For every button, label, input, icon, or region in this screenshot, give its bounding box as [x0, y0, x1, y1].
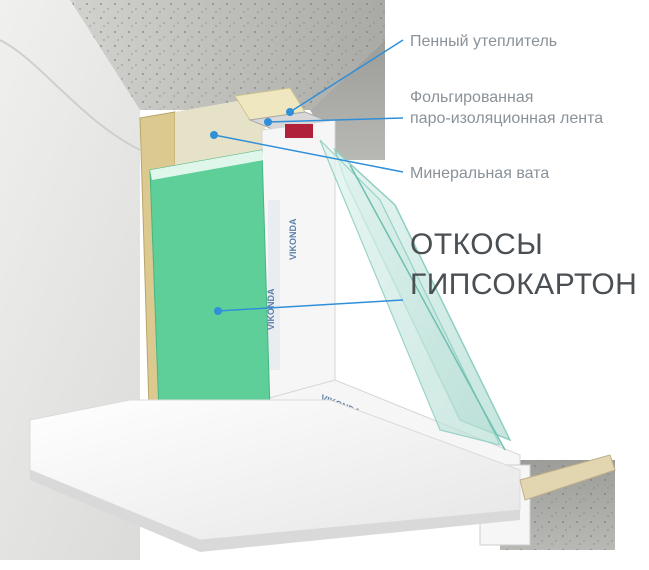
label-foil-tape-line1: Фольгированная — [410, 89, 534, 106]
label-mineral-wool: Минеральная вата — [410, 165, 550, 182]
glass-pane-inner — [319, 139, 502, 446]
profile-brand-stripe-1 — [268, 200, 280, 370]
window-sill-front-edge — [30, 470, 520, 552]
window-sill — [29, 399, 521, 541]
leader-line-foil — [267, 117, 404, 123]
profile-brand-text-2: VIKONDA — [288, 218, 298, 260]
label-slopes-line2: ГИПСОКАРТОН — [410, 268, 638, 301]
leader-dot-foil — [264, 118, 272, 126]
drywall-slope-panel — [149, 149, 271, 441]
red-gasket-top — [285, 124, 313, 138]
leader-dot-mineral-wool — [210, 131, 218, 139]
leader-dot-foam — [286, 108, 294, 116]
wall-shadow-edge — [0, 39, 141, 151]
leader-dot-drywall — [214, 307, 222, 315]
leader-line-foam — [289, 39, 404, 113]
label-foam-insulation: Пенный утеплитель — [410, 33, 558, 50]
exterior-drip-sill — [519, 454, 616, 501]
leader-line-drywall — [217, 299, 404, 312]
leader-line-mineral-wool — [213, 134, 404, 173]
label-slopes-line1: ОТКОСЫ — [410, 228, 544, 261]
drywall-top-edge — [150, 150, 264, 180]
concrete-top-texture — [70, 0, 385, 110]
profile-brand-text-1: VIKONDA — [266, 288, 276, 330]
glass-edge-line — [349, 164, 506, 451]
label-foil-tape-line2: паро-изоляционная лента — [410, 110, 604, 127]
